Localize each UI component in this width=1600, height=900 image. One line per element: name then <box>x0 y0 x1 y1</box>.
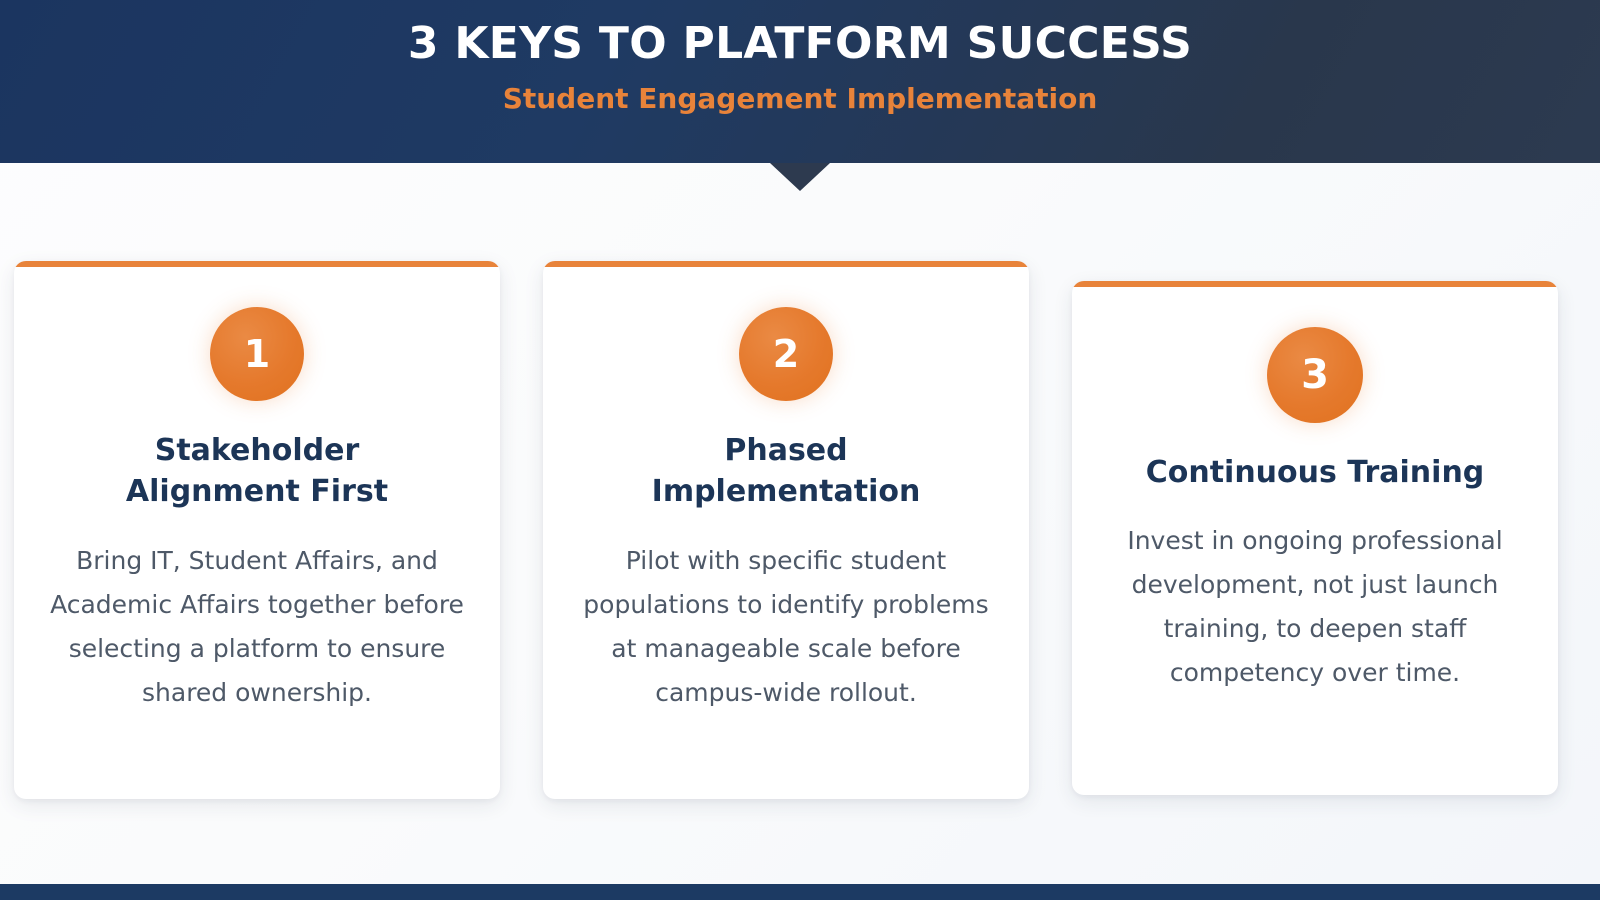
page-title: 3 KEYS TO PLATFORM SUCCESS <box>407 18 1193 69</box>
card-title: Phased Implementation <box>651 433 921 510</box>
footer-bar <box>0 884 1600 900</box>
card-description: Bring IT, Student Affairs, and Academic … <box>50 545 464 707</box>
card-number-badge: 1 <box>210 307 304 401</box>
page-subtitle: Student Engagement Implementation <box>502 81 1098 115</box>
card-number-badge: 3 <box>1267 327 1363 423</box>
card-number-badge: 2 <box>739 307 833 401</box>
header-banner: 3 KEYS TO PLATFORM SUCCESS Student Engag… <box>0 0 1600 163</box>
card-description: Invest in ongoing professional developme… <box>1127 526 1503 688</box>
header-notch-triangle-icon <box>770 163 830 191</box>
card-stakeholder-alignment-first[interactable]: 1 Stakeholder Alignment First Bring IT, … <box>14 261 500 799</box>
card-title: Continuous Training <box>1145 455 1485 490</box>
card-description: Pilot with specific student populations … <box>583 545 989 707</box>
card-phased-implementation[interactable]: 2 Phased Implementation Pilot with speci… <box>543 261 1029 799</box>
card-continuous-training[interactable]: 3 Continuous Training Invest in ongoing … <box>1072 281 1558 795</box>
card-title: Stakeholder Alignment First <box>125 433 389 510</box>
